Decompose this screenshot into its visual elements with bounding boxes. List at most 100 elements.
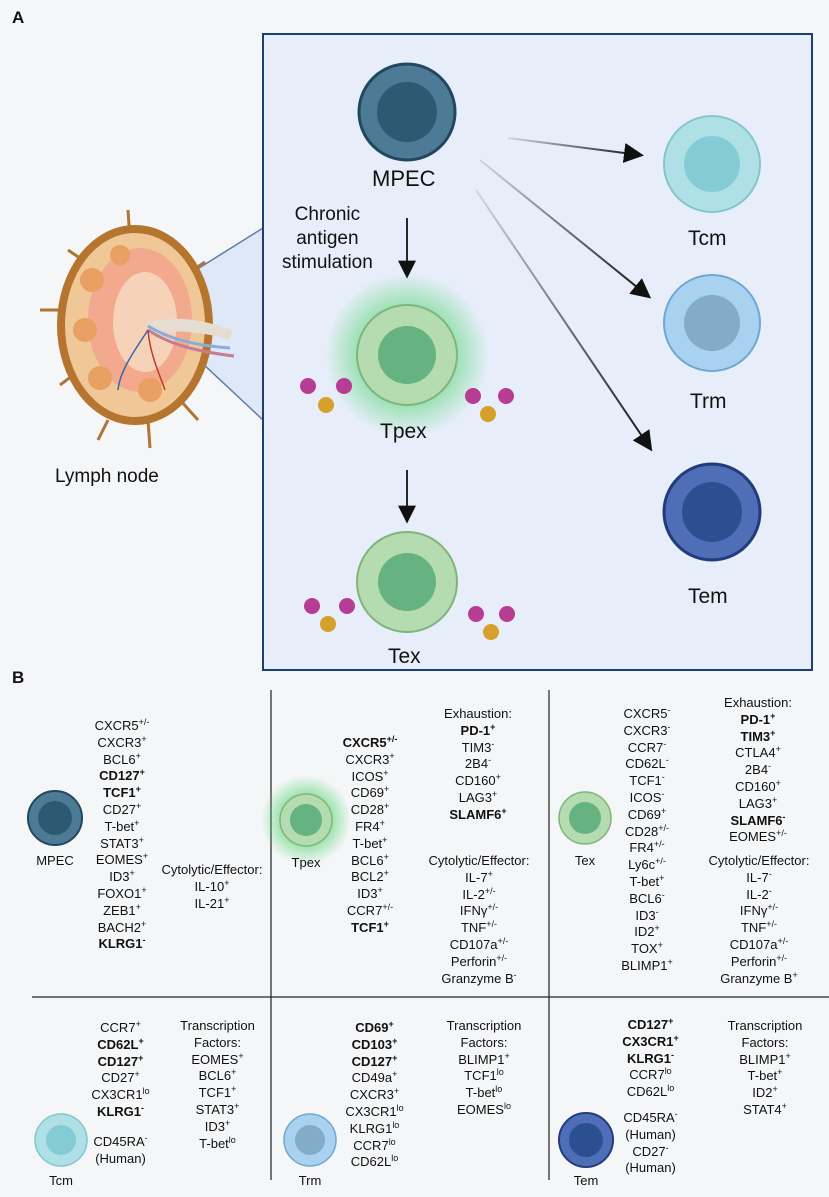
marker: IL-10+ <box>194 877 230 894</box>
b-cell-tcm <box>34 1113 88 1167</box>
marker: (Human) <box>625 1126 676 1142</box>
b-cell-trm <box>283 1113 337 1167</box>
marker: Granzyme B+ <box>720 969 798 986</box>
marker: (Human) <box>625 1160 676 1176</box>
marker: ID3+ <box>109 868 135 885</box>
marker: BCL6+ <box>103 750 141 767</box>
marker: CD62L- <box>625 755 669 772</box>
marker: BCL2+ <box>351 868 389 885</box>
tpex-cyto-title: Cytolytic/Effector: <box>428 853 530 868</box>
cytokines-tpex-left <box>300 378 352 413</box>
marker: (Human) <box>95 1150 146 1166</box>
mpec-cyto-block: Cytolytic/Effector: IL-10+IL-21+ <box>152 862 272 912</box>
marker: CD27+ <box>101 1069 140 1086</box>
marker: ID2+ <box>752 1084 778 1101</box>
marker: T-betlo <box>199 1134 236 1151</box>
marker: CD62Llo <box>626 1083 675 1100</box>
marker: CXCR3- <box>623 721 671 738</box>
marker: Perforin+/- <box>730 952 788 969</box>
marker: LAG3+ <box>738 794 778 811</box>
cytokines-tpex-right <box>465 388 514 422</box>
marker: TIM3- <box>461 738 495 755</box>
mpec-cyto: IL-10+IL-21+ <box>152 877 272 913</box>
marker: TOX+ <box>631 940 663 957</box>
marker: EOMES+/- <box>729 828 787 845</box>
marker: CD62Llo <box>350 1153 399 1170</box>
marker: IL-7- <box>746 868 772 885</box>
marker: CCR7lo <box>629 1066 672 1083</box>
marker: TCF1+ <box>198 1084 237 1101</box>
lymph-node-label: Lymph node <box>55 466 159 487</box>
tpex-exh-title: Exhaustion: <box>444 706 512 721</box>
marker: Perforin+/- <box>450 952 508 969</box>
tex-cyto: IL-7-IL-2-IFNγ+/-TNF+/-CD107a+/-Perforin… <box>694 868 824 988</box>
marker: T-betlo <box>465 1084 503 1101</box>
marker: ID3- <box>635 906 659 923</box>
tcm-label: Tcm <box>688 227 727 250</box>
marker: LAG3+ <box>458 788 498 805</box>
tpex-exh: PD-1+TIM3-2B4-CD160+LAG3+SLAMF6+ <box>428 722 528 824</box>
tem-label: Tem <box>688 585 728 608</box>
marker: CD27+ <box>102 800 142 817</box>
marker: T-bet+ <box>747 1067 783 1084</box>
marker: CX3CR1+ <box>622 1032 679 1049</box>
marker: BACH2+ <box>97 918 147 935</box>
tpex-exh-block: Exhaustion: PD-1+TIM3-2B4-CD160+LAG3+SLA… <box>428 706 528 824</box>
marker: T-bet+ <box>629 872 665 889</box>
marker: ZEB1+ <box>103 901 141 918</box>
marker: Ly6c+/- <box>628 856 666 873</box>
marker: CTLA4+ <box>735 744 781 761</box>
marker: IL-2+/- <box>462 885 496 902</box>
marker: IFNγ+/- <box>459 902 499 919</box>
marker: CD28+/- <box>624 822 669 839</box>
marker: CXCR5+/- <box>94 717 150 734</box>
marker: CD107a+/- <box>729 935 789 952</box>
marker: CD27- <box>632 1142 669 1159</box>
marker: CXCR3+ <box>97 733 147 750</box>
marker: CD127+ <box>99 767 145 784</box>
marker: CD69+ <box>355 1019 394 1036</box>
cell-tex <box>356 531 458 633</box>
marker: CD45RA- <box>623 1109 678 1126</box>
marker: IFNγ+/- <box>739 902 779 919</box>
marker: CD127+ <box>351 1052 398 1069</box>
marker: CXCR3+ <box>345 750 395 767</box>
marker: CD49a+ <box>351 1069 398 1086</box>
cell-tem <box>662 462 762 562</box>
marker: Granzyme B- <box>441 969 517 986</box>
marker: CCR7- <box>627 738 667 755</box>
b-name-tex: Tex <box>574 853 596 868</box>
marker: KLRG1- <box>626 1049 675 1066</box>
tpex-cyto-block: Cytolytic/Effector: IL-7+IL-2+/-IFNγ+/-T… <box>414 853 544 987</box>
marker: ICOS+ <box>351 767 389 784</box>
cell-mpec <box>357 62 457 162</box>
panel-label-a: A <box>12 8 25 27</box>
tpex-label: Tpex <box>380 420 427 443</box>
arrow-mpec-trm <box>479 159 652 299</box>
mpec-label: MPEC <box>372 166 436 191</box>
marker: CXCR5- <box>623 705 671 722</box>
marker: T-bet+ <box>352 834 388 851</box>
marker: TNF+/- <box>460 919 498 936</box>
b-name-trm: Trm <box>298 1173 322 1188</box>
marker: CXCR3+ <box>349 1086 400 1103</box>
tex-label: Tex <box>388 645 421 668</box>
marker: BLIMP1+ <box>739 1050 791 1067</box>
cytokines-tex-right <box>468 606 515 640</box>
marker: IL-7+ <box>465 868 493 885</box>
marker: CD160+ <box>735 777 781 794</box>
marker: 2B4- <box>464 755 492 772</box>
b-name-tem: Tem <box>573 1173 599 1188</box>
tex-cyto-title: Cytolytic/Effector: <box>708 853 810 868</box>
tem-tf: BLIMP1+T-bet+ID2+STAT4+ <box>715 1050 815 1119</box>
tcm-human: CD45RA-(Human) <box>88 1134 153 1168</box>
marker: IL-2- <box>746 885 772 902</box>
marker: CXCR5+/- <box>342 734 398 751</box>
marker: PD-1+ <box>740 710 776 727</box>
marker: BLIMP1+ <box>458 1050 510 1067</box>
trm-label: Trm <box>690 390 727 413</box>
